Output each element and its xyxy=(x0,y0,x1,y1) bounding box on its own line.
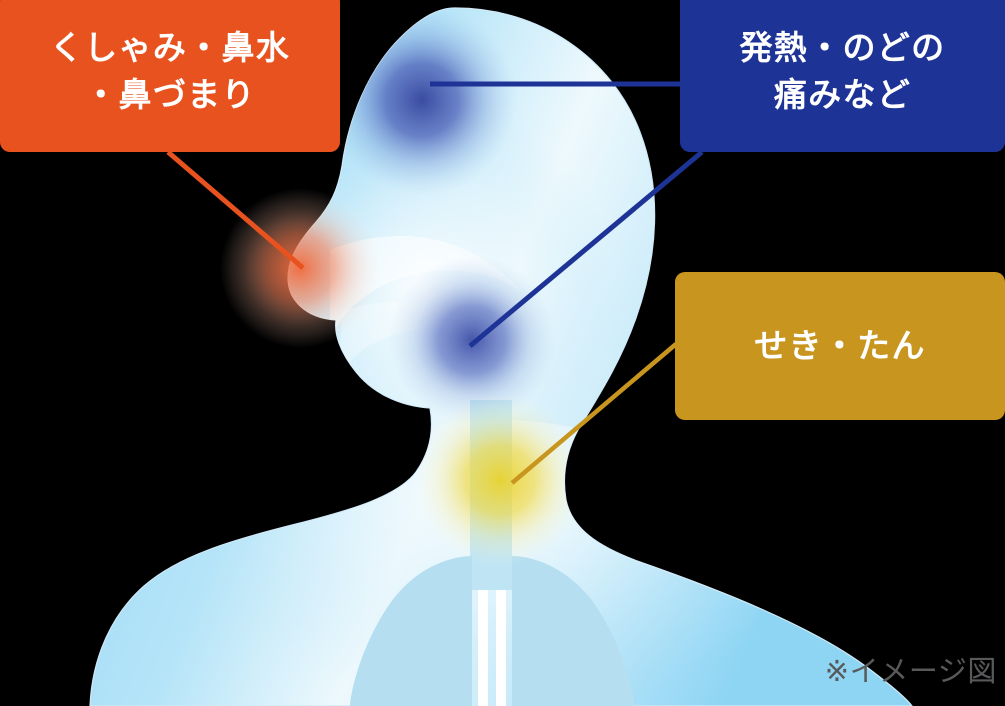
image-disclaimer-watermark: ※イメージ図 xyxy=(824,654,997,688)
leader-line-nasal xyxy=(166,150,305,270)
lung-right-body xyxy=(512,556,634,706)
leader-line-cough xyxy=(510,342,678,485)
callout-nasal-symptoms[interactable]: くしゃみ・鼻水 ・鼻づまり xyxy=(0,0,340,152)
callout-fever-sorethroat[interactable]: 発熱・のどの 痛みなど xyxy=(680,0,1005,152)
callout-cough-phlegm[interactable]: せき・たん xyxy=(675,272,1005,420)
hotspot-bronchi xyxy=(414,394,586,566)
bronchus-left-gap xyxy=(478,590,488,706)
callout-fever-line-2: 痛みなど xyxy=(773,75,912,114)
bronchus-right-gap xyxy=(496,590,506,706)
callout-nasal-line-1: くしゃみ・鼻水 xyxy=(49,28,291,68)
callout-nasal-line-2: ・鼻づまり xyxy=(84,75,256,114)
leader-lines xyxy=(166,81,704,485)
hotspot-throat xyxy=(388,256,556,424)
hotspot-forehead-sinus xyxy=(326,8,518,196)
callout-fever-line-1: 発熱・のどの xyxy=(739,28,946,68)
lung-left-body xyxy=(350,556,472,706)
callout-cough-line-1: せき・たん xyxy=(754,325,926,365)
leader-line-fever-throat xyxy=(468,150,704,348)
